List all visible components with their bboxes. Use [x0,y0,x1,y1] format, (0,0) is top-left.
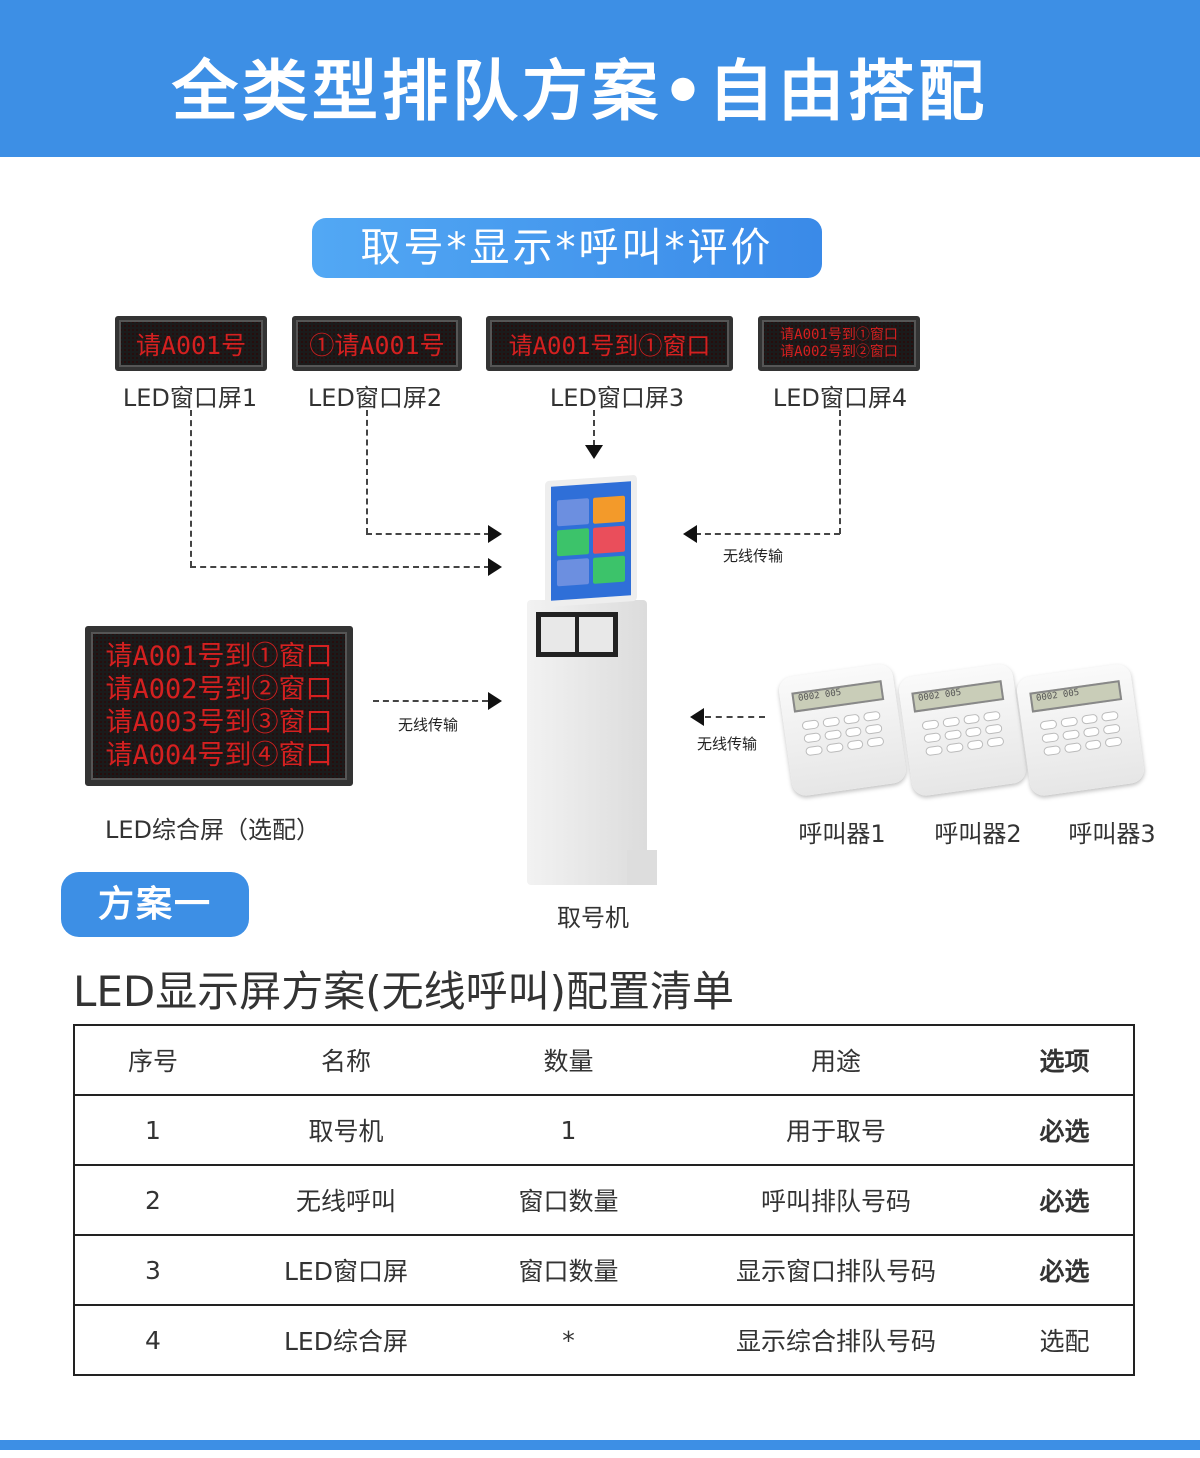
connector-line [695,533,840,535]
cell: 1 [74,1094,231,1166]
caller-display: 0002 005 [911,680,1005,713]
arrow-right-icon [488,692,502,710]
led-screen-1-label: LED窗口屏1 [122,384,258,412]
cell: LED窗口屏 [231,1234,461,1306]
led-screen-2-label: LED窗口屏2 [307,384,443,412]
led-screen-4: 请A001号到①窗口 请A002号到②窗口 [758,316,920,371]
table-header-row: 序号 名称 数量 用途 选项 [74,1024,1134,1096]
cell: 用于取号 [676,1094,996,1166]
cell: 选配 [996,1304,1134,1376]
header-cell: 序号 [74,1024,231,1096]
caller-device-1: 0002 005 [777,662,908,798]
cell: 必选 [996,1164,1134,1236]
footer-band [0,1440,1200,1450]
led-screen-4-line: 请A001号到①窗口 [780,326,898,343]
header-cell: 选项 [996,1024,1134,1096]
caller-display: 0002 005 [791,680,885,713]
connector-line [593,410,595,446]
led-screen-4-label: LED窗口屏4 [772,384,908,412]
led-screen-3-label: LED窗口屏3 [549,384,685,412]
led-screen-2: ①请A001号 [292,316,462,371]
arrow-left-icon [690,708,704,726]
led-screen-4-line: 请A002号到②窗口 [780,343,898,360]
header-cell: 名称 [231,1024,461,1096]
cell: 窗口数量 [461,1164,676,1236]
connector-line [366,410,368,534]
cell: 呼叫排队号码 [676,1164,996,1236]
combined-line: 请A001号到①窗口 [105,641,333,672]
config-list-title: LED显示屏方案(无线呼叫)配置清单 [73,967,735,1016]
combined-line: 请A003号到③窗口 [105,707,333,738]
arrow-left-icon [683,525,697,543]
wireless-label: 无线传输 [697,735,758,753]
kiosk-screen [545,474,637,608]
kiosk-printer [536,612,618,657]
page-title: 全类型排队方案•自由搭配 [171,53,989,130]
connector-line [705,716,765,718]
cell: LED综合屏 [231,1304,461,1376]
combined-line: 请A002号到②窗口 [105,674,333,705]
arrow-down-icon [585,445,603,459]
cell: * [461,1304,676,1376]
combined-line: 请A004号到④窗口 [105,740,333,771]
connector-line [190,410,192,567]
led-combined-label: LED综合屏（选配） [105,816,321,844]
connector-line [373,700,488,702]
wireless-label: 无线传输 [398,716,459,734]
led-screen-1: 请A001号 [115,316,267,371]
cell: 3 [74,1234,231,1306]
wireless-label: 无线传输 [723,547,784,565]
caller-1-label: 呼叫器1 [798,820,886,848]
connector-line [839,410,841,534]
cell: 显示综合排队号码 [676,1304,996,1376]
header-cell: 用途 [676,1024,996,1096]
caller-device-2: 0002 005 [897,662,1028,798]
caller-3-label: 呼叫器3 [1068,820,1156,848]
cell: 1 [461,1094,676,1166]
caller-2-label: 呼叫器2 [934,820,1022,848]
cell: 取号机 [231,1094,461,1166]
cell: 无线呼叫 [231,1164,461,1236]
header-band [0,0,1200,157]
led-combined-screen: 请A001号到①窗口 请A002号到②窗口 请A003号到③窗口 请A004号到… [85,626,353,786]
led-screen-3: 请A001号到①窗口 [486,316,733,371]
connector-line [190,566,490,568]
cell: 显示窗口排队号码 [676,1234,996,1306]
kiosk-base [627,850,657,885]
feature-pill: 取号*显示*呼叫*评价 [312,218,822,278]
plan-badge: 方案一 [61,872,249,937]
arrow-right-icon [488,525,502,543]
header-cell: 数量 [461,1024,676,1096]
kiosk-label: 取号机 [557,904,629,932]
caller-display: 0002 005 [1029,680,1123,713]
cell: 2 [74,1164,231,1236]
connector-line [366,533,490,535]
cell: 窗口数量 [461,1234,676,1306]
cell: 必选 [996,1234,1134,1306]
cell: 必选 [996,1094,1134,1166]
caller-device-3: 0002 005 [1015,662,1146,798]
arrow-right-icon [488,558,502,576]
cell: 4 [74,1304,231,1376]
